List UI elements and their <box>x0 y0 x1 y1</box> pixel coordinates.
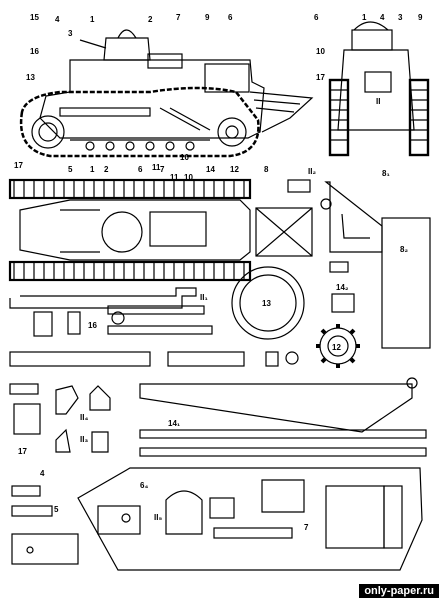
label-top-2: 1 <box>90 165 95 174</box>
top-view-tank <box>8 178 313 282</box>
label-side-1: 15 <box>30 13 39 22</box>
watermark: only-paper.ru <box>359 584 439 598</box>
parts-sheet <box>9 179 431 571</box>
label-top-5: 7 <box>160 165 165 174</box>
labels: 15 4 3 1 2 7 9 6 16 13 17 11 10 14 12 6 … <box>14 13 423 532</box>
label-side-4: 1 <box>90 15 95 24</box>
label-top-6: 8 <box>264 165 269 174</box>
label-part-5: 13 <box>262 299 271 308</box>
label-part-12: 17 <box>18 447 27 456</box>
label-part-9: II₄ <box>80 413 88 422</box>
label-part-2: 8₁ <box>382 169 390 178</box>
label-top-4: 6 <box>138 165 143 174</box>
label-part-17: 7 <box>304 523 309 532</box>
label-part-10: II₃ <box>80 435 88 444</box>
label-front-8: II <box>376 97 380 106</box>
label-part-3: 8₂ <box>400 245 408 254</box>
label-part-13: 4 <box>40 469 45 478</box>
label-side-14: 14 <box>206 165 215 174</box>
label-front-1: 6 <box>314 13 319 22</box>
label-side-11: 17 <box>14 161 23 170</box>
side-view-tank <box>19 29 314 158</box>
label-top-3: 2 <box>104 165 109 174</box>
label-front-6: 10 <box>316 47 325 56</box>
label-side-13: 10 <box>180 153 189 162</box>
label-front-4: 3 <box>398 13 403 22</box>
label-part-7: 16 <box>88 321 97 330</box>
label-front-7: 17 <box>316 73 325 82</box>
label-side-6: 7 <box>176 13 181 22</box>
label-part-8: 12 <box>332 343 341 352</box>
label-part-11: 14₁ <box>168 419 181 428</box>
label-side-2: 4 <box>55 15 60 24</box>
label-front-5: 9 <box>418 13 423 22</box>
label-part-1: II₂ <box>308 167 316 176</box>
front-view-tank <box>328 21 430 157</box>
label-part-15: 6₄ <box>140 481 148 490</box>
label-part-16: II₅ <box>154 513 162 522</box>
label-part-6: 14₂ <box>336 283 349 292</box>
label-side-9: 16 <box>30 47 39 56</box>
label-side-8: 6 <box>228 13 233 22</box>
label-side-12: 11 <box>152 163 161 172</box>
label-side-15: 12 <box>230 165 239 174</box>
label-top-7: 10 <box>184 173 193 182</box>
label-side-5: 2 <box>148 15 153 24</box>
label-front-3: 4 <box>380 13 385 22</box>
label-top-8: 11 <box>170 173 179 182</box>
label-top-1: 5 <box>68 165 73 174</box>
label-side-7: 9 <box>205 13 210 22</box>
label-part-14: 5 <box>54 505 59 514</box>
label-side-3: 3 <box>68 29 73 38</box>
label-front-2: 1 <box>362 13 367 22</box>
label-side-10: 13 <box>26 73 35 82</box>
label-part-4: II₁ <box>200 293 208 302</box>
